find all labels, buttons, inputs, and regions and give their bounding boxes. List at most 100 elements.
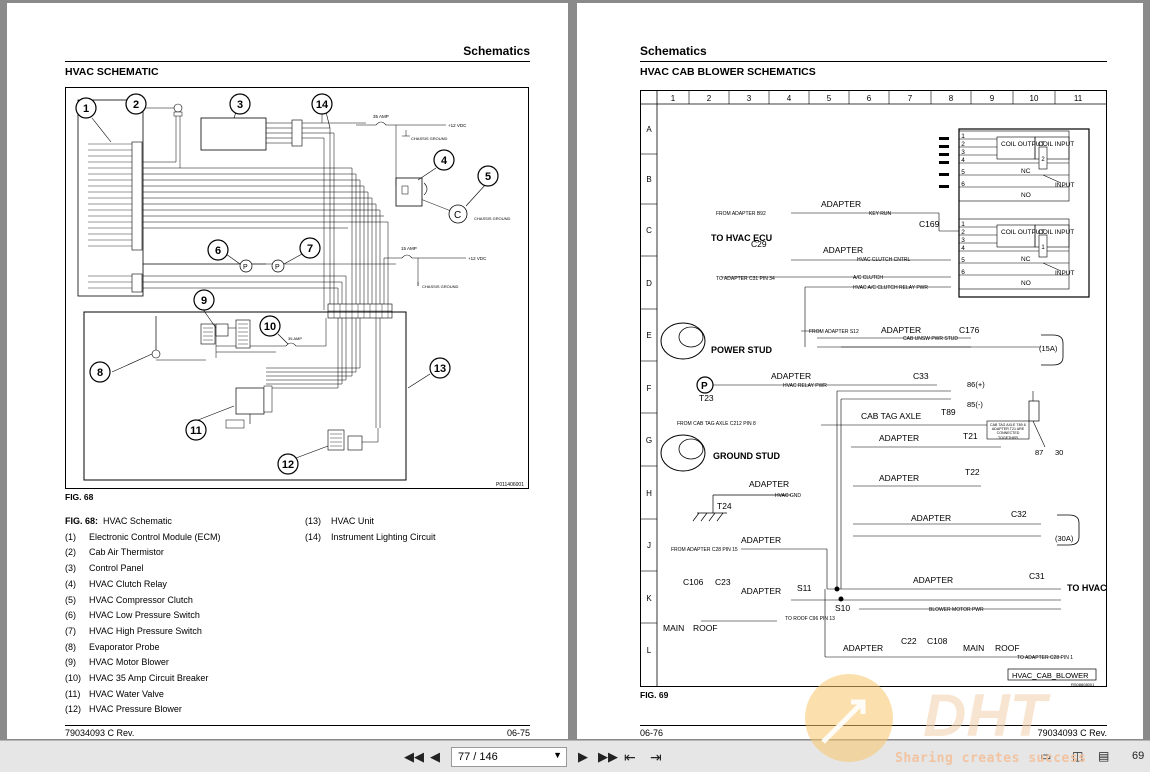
pin-1b: 1 xyxy=(961,221,965,228)
t89-label: T89 xyxy=(941,407,956,417)
coil-input-label-2: COIL INPUT xyxy=(1038,229,1074,236)
col-1: 1 xyxy=(671,94,676,103)
prev-page-icon[interactable]: ◀ xyxy=(430,749,440,764)
callout-2: 2 xyxy=(133,99,139,111)
adapter-label-8: ADAPTER xyxy=(741,535,781,545)
blower-motor-label: BLOWER MOTOR PWR xyxy=(929,607,984,613)
col-7: 7 xyxy=(908,94,913,103)
legend-item: (2)Cab Air Thermistor xyxy=(65,547,164,558)
adapter-label-1: ADAPTER xyxy=(821,199,861,209)
legend-item: (1)Electronic Control Module (ECM) xyxy=(65,531,221,542)
power-stud-label: POWER STUD xyxy=(711,345,773,355)
c176-label: C176 xyxy=(959,325,980,335)
footer-doc-number: 79034093 C Rev. xyxy=(1037,728,1107,738)
fig-label: FIG. 69 xyxy=(640,690,669,700)
p-symbol-low: P xyxy=(243,264,248,271)
coil-input-label: COIL INPUT xyxy=(1038,141,1074,148)
row-e: E xyxy=(646,331,651,340)
n30-label: 30 xyxy=(1055,448,1063,457)
fig-label: FIG. 68 xyxy=(65,492,94,502)
row-c: C xyxy=(646,226,652,235)
col-5: 5 xyxy=(827,94,832,103)
t22-label: T22 xyxy=(965,467,980,477)
adapter-label-6: ADAPTER xyxy=(749,479,789,489)
ac-clutch-label: A/C CLUTCH xyxy=(853,275,883,281)
single-page-icon[interactable]: ▭ xyxy=(1040,749,1052,763)
zoom-level[interactable]: 69 xyxy=(1132,750,1145,762)
chevron-down-icon[interactable]: ▼ xyxy=(553,750,562,760)
two-page-icon[interactable]: ◫ xyxy=(1072,749,1084,763)
page-number-value: 77 / 146 xyxy=(458,751,498,763)
header-rule xyxy=(640,61,1107,62)
callout-13: 13 xyxy=(434,363,446,375)
roof-label: ROOF xyxy=(693,623,718,633)
note-box: CAB TAG AXLE T89 & ADAPTER T21 ARE CONNE… xyxy=(990,423,1026,439)
callout-9: 9 xyxy=(201,295,207,307)
callout-11: 11 xyxy=(190,425,202,437)
caption-row: FIG. 68: HVAC Schematic xyxy=(65,514,305,530)
p-symbol: P xyxy=(701,381,708,392)
pin-4: 4 xyxy=(961,157,965,164)
adapter-label-3: ADAPTER xyxy=(771,371,811,381)
c22-label: C22 xyxy=(901,636,917,646)
c33-label: C33 xyxy=(913,371,929,381)
row-j: J xyxy=(647,541,651,550)
pin-5: 5 xyxy=(961,169,965,176)
main-label-2: MAIN xyxy=(963,643,984,653)
legend-item: (9)HVAC Motor Blower xyxy=(65,657,169,668)
cab-unsw-label: CAB UNSW PWR STUD xyxy=(903,336,958,342)
pin-6: 6 xyxy=(961,181,965,188)
relay-num-1: 1 xyxy=(1041,245,1045,251)
hvac-schematic-figure: 35 AMP +12 VDC CHASSIS GROUND C CHASSIS … xyxy=(65,87,529,489)
legend-item: (8)Evaporator Probe xyxy=(65,641,160,652)
caption-text: HVAC Schematic xyxy=(103,516,172,526)
c169-label: C169 xyxy=(919,219,940,229)
adapter-label-4: ADAPTER xyxy=(879,433,919,443)
legend-item: (13)HVAC Unit xyxy=(305,516,374,526)
coil-output-label: COIL OUTPUT xyxy=(1001,141,1044,148)
pin-2b: 2 xyxy=(961,229,965,236)
input-label: INPUT xyxy=(1055,182,1075,189)
back-view-icon[interactable]: ⇤ xyxy=(624,749,636,765)
forward-view-icon[interactable]: ⇥ xyxy=(650,749,662,765)
part-number: P011406001 xyxy=(496,482,524,488)
coil-output-label-2: COIL OUTPUT xyxy=(1001,229,1044,236)
to-roof-label: TO ROOF C96 PIN 13 xyxy=(785,616,835,622)
row-h: H xyxy=(646,489,652,498)
c-symbol: C xyxy=(454,210,461,221)
to-hvac-ecu-2: TO HVAC ECU xyxy=(1067,583,1107,593)
p-symbol-high: P xyxy=(275,264,280,271)
first-page-icon[interactable]: ◀◀ xyxy=(404,749,424,764)
callout-12: 12 xyxy=(282,459,294,471)
callout-7: 7 xyxy=(307,243,313,255)
s10-label: S10 xyxy=(835,603,850,613)
legend-item: (5)HVAC Compressor Clutch xyxy=(65,594,193,605)
cab-blower-schematic-figure: 1 2 3 4 5 6 7 8 9 10 11 A B C D E F G H … xyxy=(640,90,1107,687)
relay-pwr-label: HVAC RELAY PWR xyxy=(783,383,827,389)
t23-label: T23 xyxy=(699,393,714,403)
legend-item: (4)HVAC Clutch Relay xyxy=(65,578,167,589)
row-k: K xyxy=(646,594,652,603)
v12-label: +12 VDC xyxy=(448,123,467,128)
footer-rule xyxy=(640,725,1107,726)
page-number-field[interactable]: 77 / 146 ▼ xyxy=(451,747,567,767)
callout-1: 1 xyxy=(83,103,89,115)
adapter-label-10: ADAPTER xyxy=(913,575,953,585)
next-page-icon[interactable]: ▶ xyxy=(578,749,588,764)
row-l: L xyxy=(647,646,652,655)
footer-rule xyxy=(65,725,530,726)
from-cab-tag-axle: FROM CAB TAG AXLE C212 PIN 8 xyxy=(677,421,756,427)
pin-6b: 6 xyxy=(961,269,965,276)
adapter-label-12: ADAPTER xyxy=(881,325,921,335)
continuous-icon[interactable]: ▤ xyxy=(1098,749,1110,763)
cab-blower-diagram: 1 2 3 4 5 6 7 8 9 10 11 A B C D E F G H … xyxy=(641,91,1107,686)
right-page: Schematics HVAC CAB BLOWER SCHEMATICS 1 xyxy=(577,3,1143,739)
pin-3b: 3 xyxy=(961,237,965,244)
pin-3: 3 xyxy=(961,149,965,156)
to-adapter-c28: TO ADAPTER C28 PIN 1 xyxy=(1017,655,1073,661)
hvac-gnd-label: HVAC GND xyxy=(775,493,801,499)
ac-clutch-relay-label: HVAC A/C CLUTCH RELAY PWR xyxy=(853,285,928,291)
last-page-icon[interactable]: ▶▶ xyxy=(598,749,618,764)
pin-1: 1 xyxy=(961,133,965,140)
footer-doc-number: 79034093 C Rev. xyxy=(65,728,135,738)
